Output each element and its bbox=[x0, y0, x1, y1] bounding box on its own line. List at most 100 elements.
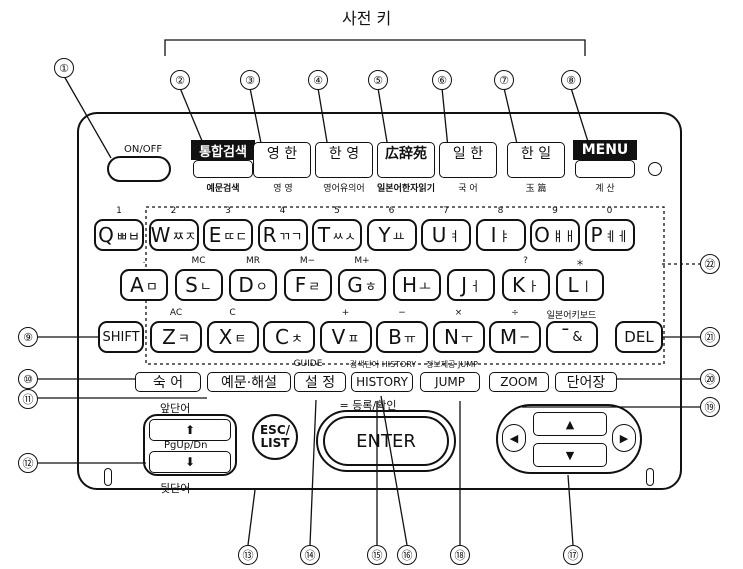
key-letter: I bbox=[490, 223, 497, 247]
zoom-button[interactable]: ZOOM bbox=[489, 372, 549, 392]
key-secondary-label: C bbox=[229, 308, 236, 318]
key-secondary-label: . bbox=[142, 256, 146, 266]
up-arrow-button[interactable]: ▲ bbox=[533, 412, 607, 436]
key-letter: L bbox=[567, 273, 579, 297]
key-jamo: ㅌ bbox=[234, 331, 247, 347]
kor-eng-button[interactable]: 한 영 bbox=[315, 142, 373, 178]
key-secondary-label: 8 bbox=[497, 206, 504, 216]
shift-key[interactable]: SHIFT bbox=[98, 321, 144, 353]
example-search-sublabel: 예문검색 bbox=[206, 184, 240, 194]
double-down-arrow-icon: ⬇ bbox=[184, 455, 196, 469]
page-down-button[interactable]: ⬇ bbox=[149, 451, 231, 473]
callout-6: ⑥ bbox=[432, 70, 452, 90]
up-arrow-icon: ▲ bbox=[565, 417, 575, 431]
callout-21: ㉑ bbox=[700, 327, 720, 347]
key-letter: N bbox=[444, 325, 459, 349]
del-label: DEL bbox=[624, 328, 654, 346]
key-secondary-label: 6 bbox=[388, 206, 395, 216]
right-foot-slot bbox=[646, 468, 654, 486]
idiom-button[interactable]: 숙 어 bbox=[135, 372, 201, 392]
jump-caption: 정보제공 JUMP bbox=[426, 360, 478, 369]
key-jamo: ㅒㅐ bbox=[551, 229, 576, 245]
key-letter: H bbox=[401, 273, 418, 297]
esc-label: ESC/ bbox=[259, 423, 291, 437]
history-caption: 검색단어 HISTORY bbox=[349, 360, 417, 369]
key-jamo: ㅎ bbox=[364, 279, 377, 295]
integrated-search-button[interactable] bbox=[193, 160, 253, 178]
register-caption: = 등록/확인 bbox=[339, 399, 397, 412]
key-letter: D bbox=[238, 273, 254, 297]
callout-20: ⑳ bbox=[700, 369, 720, 389]
key-jamo: ㅊ bbox=[291, 331, 303, 347]
kor-jpn-button[interactable]: 한 일 bbox=[507, 142, 565, 178]
key-row3-6[interactable]: M− bbox=[489, 321, 541, 353]
example-explanation-label: 예문·해설 bbox=[221, 375, 277, 391]
kor-jpn-label: 한 일 bbox=[520, 146, 552, 162]
power-button[interactable] bbox=[107, 156, 171, 182]
key-letter: Z bbox=[162, 325, 176, 349]
jpn-kor-label: 일 한 bbox=[452, 146, 484, 162]
wordbook-button[interactable]: 단어장 bbox=[555, 372, 617, 392]
left-arrow-icon: ◀ bbox=[509, 431, 519, 445]
key-jamo: ㅇ bbox=[255, 279, 268, 295]
enter-button[interactable]: ENTER bbox=[323, 416, 449, 466]
example-explanation-button[interactable]: 예문·해설 bbox=[207, 372, 291, 392]
key-letter: J bbox=[461, 273, 467, 297]
callout-19: ⑲ bbox=[700, 397, 720, 417]
key-jamo: ㅜ bbox=[461, 331, 473, 347]
device-panel bbox=[77, 112, 682, 490]
key-secondary-label: 2 bbox=[170, 206, 177, 216]
key-secondary-label: M− bbox=[299, 256, 316, 266]
history-button[interactable]: HISTORY bbox=[351, 372, 413, 392]
settings-button[interactable]: 설 정 bbox=[294, 372, 346, 392]
callout-14: ⑭ bbox=[300, 545, 320, 565]
jump-button[interactable]: JUMP bbox=[420, 372, 480, 392]
key-letter: A bbox=[130, 273, 144, 297]
page-up-button[interactable]: ⬆ bbox=[149, 419, 231, 441]
key-row3-7[interactable]: ¯& bbox=[545, 321, 598, 353]
menu-button[interactable] bbox=[575, 160, 635, 178]
down-arrow-button[interactable]: ▼ bbox=[533, 443, 607, 467]
eng-kor-button[interactable]: 영 한 bbox=[253, 142, 311, 178]
jpn-kor-button[interactable]: 일 한 bbox=[439, 142, 497, 178]
double-up-arrow-icon: ⬆ bbox=[184, 423, 196, 437]
key-secondary-label: + bbox=[341, 308, 350, 318]
key-letter: E bbox=[208, 223, 222, 247]
cursor-pad bbox=[496, 404, 642, 474]
kojien-button[interactable]: 広辞苑 bbox=[377, 142, 435, 178]
right-arrow-button[interactable]: ▶ bbox=[612, 424, 636, 452]
del-key[interactable]: DEL bbox=[615, 321, 663, 353]
esc-list-button[interactable]: ESC/ LIST bbox=[252, 414, 298, 460]
left-arrow-button[interactable]: ◀ bbox=[502, 424, 526, 452]
key-jamo: ㅋ bbox=[177, 331, 190, 347]
right-arrow-icon: ▶ bbox=[619, 431, 629, 445]
integrated-search-label: 통합검색 bbox=[191, 140, 255, 160]
guide-caption: GUIDE bbox=[293, 359, 323, 369]
